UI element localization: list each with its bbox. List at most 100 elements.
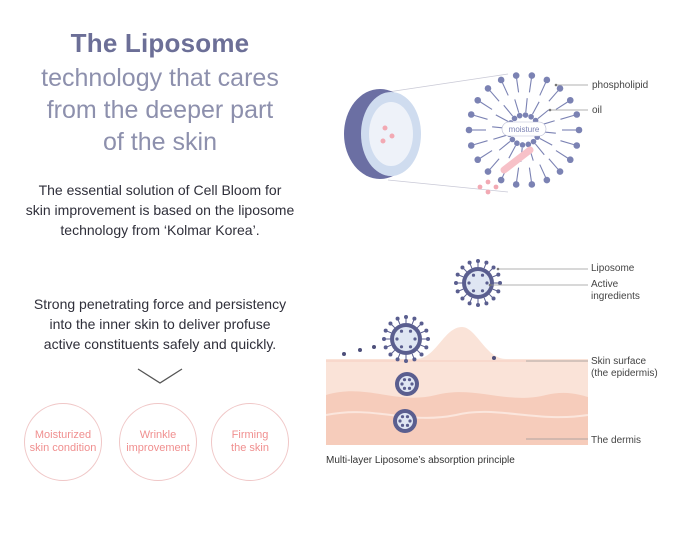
liposome-head [476,259,480,263]
lipid-head [512,181,520,188]
benefit-wrinkle: Wrinkle improvement [119,403,197,481]
lipid-tail [508,145,516,159]
lipid-tail [525,98,528,113]
benefit-label-line-2: the skin [231,442,269,454]
benefit-label-line-1: Firming [231,429,269,441]
active-ingredient-dot [480,289,485,293]
absorption-diagram [326,259,589,445]
guide-line [387,73,509,93]
lipid-head [511,115,518,122]
lipid-head [530,138,537,145]
leader-dot [548,108,552,112]
page-title: The Liposome [70,28,250,58]
leader-dot [554,83,558,87]
liposome-head [404,315,408,319]
lipid-head [522,112,529,118]
active-ingredient-dot [400,415,405,419]
liposome-head [395,357,400,362]
lipid-head [528,181,536,188]
liposome-head [496,272,501,277]
lipid-head [514,140,520,147]
liposome-head [491,265,496,270]
active-ingredient-dot [405,423,410,427]
liposome-head [467,260,472,265]
liposome-head [388,352,393,357]
lipid-head [519,142,526,148]
chevron-down-icon [137,368,183,384]
active-ingredient-dot [480,273,485,277]
dermis-wave [326,410,589,419]
lipid-head [566,96,574,104]
lipid-head [509,136,516,143]
lipid-tail [539,82,547,96]
lipid-tail [528,167,532,182]
liposome-head [426,337,430,341]
lipid-tail [539,164,547,178]
lipid-tail [501,82,509,96]
liposome-core [466,271,490,295]
lipid-tail [493,134,507,140]
lipid-tail [489,158,500,170]
active-ingredient-dot [400,382,404,386]
description-1-line-1: The essential solution of Cell Bloom for [38,182,282,198]
lipid-tail [479,150,493,159]
description-1-line-2: skin improvement is based on the liposom… [25,202,295,218]
lipid-head [474,96,482,104]
oil-label: oil [592,105,603,116]
liposome-head [484,301,489,306]
lipid-tail [555,150,569,159]
leader-dot [496,267,500,271]
benefit-label-line-1: Wrinkle [139,429,177,441]
liposome-head [412,316,417,321]
lipid-head [516,112,523,119]
lipid-head [556,85,564,92]
lipid-tail [532,101,540,115]
lipid-tail [498,140,511,151]
lipid-tail [528,78,532,93]
skin-surface-label: Skin surface [591,356,647,367]
lipid-tail [548,158,559,170]
active-ingredient-dot [407,378,412,382]
lipid-head [497,76,505,84]
lipid-tail [516,167,520,182]
active-ingredient-dot [395,337,399,341]
ingredient-dot [358,348,362,352]
active-ingredient-dot [408,419,412,423]
lipid-head [467,111,475,118]
active-ingredient-dot [413,337,417,341]
lipid-tail [548,90,559,102]
liposome-label: Liposome [591,263,635,274]
active-ingredient-dot [471,273,476,277]
lipid-tail [473,114,488,120]
active-ingredient-dot [408,329,413,333]
lipid-head [543,76,551,84]
active-ingredient-dot [399,329,404,333]
liposome-head [383,345,388,350]
active-ingredient-dot [405,415,410,419]
active-ingredient-dot [402,378,407,382]
subtitle-line-1: technology that cares [41,64,279,92]
liposome-structure-diagram: moisture [344,72,588,195]
liposome-head [491,296,496,301]
liposome-head [424,328,429,333]
lipid-tail [503,104,514,117]
lipid-tail [489,90,500,102]
active-ingredient-dot [408,345,413,349]
liposome-head [496,289,501,294]
active-ingredient-dot [471,289,476,293]
liposome-head [460,265,465,270]
lipid-head [566,156,574,164]
lipid-head [525,141,532,148]
moisture-label: moisture [509,125,540,134]
active-ingredient-dot [402,386,407,390]
active-ingredient-dot [467,281,471,285]
ingredient-dot [492,356,496,360]
lipid-tail [495,114,509,122]
description-2-line-2: into the inner skin to deliver profuse [49,316,271,332]
liposome-head [498,281,502,285]
liposome-head [404,359,408,363]
moisture-pill [501,121,547,137]
lipid-head [528,113,534,120]
active-ingredient-dot [399,345,404,349]
lipid-head [575,126,583,134]
